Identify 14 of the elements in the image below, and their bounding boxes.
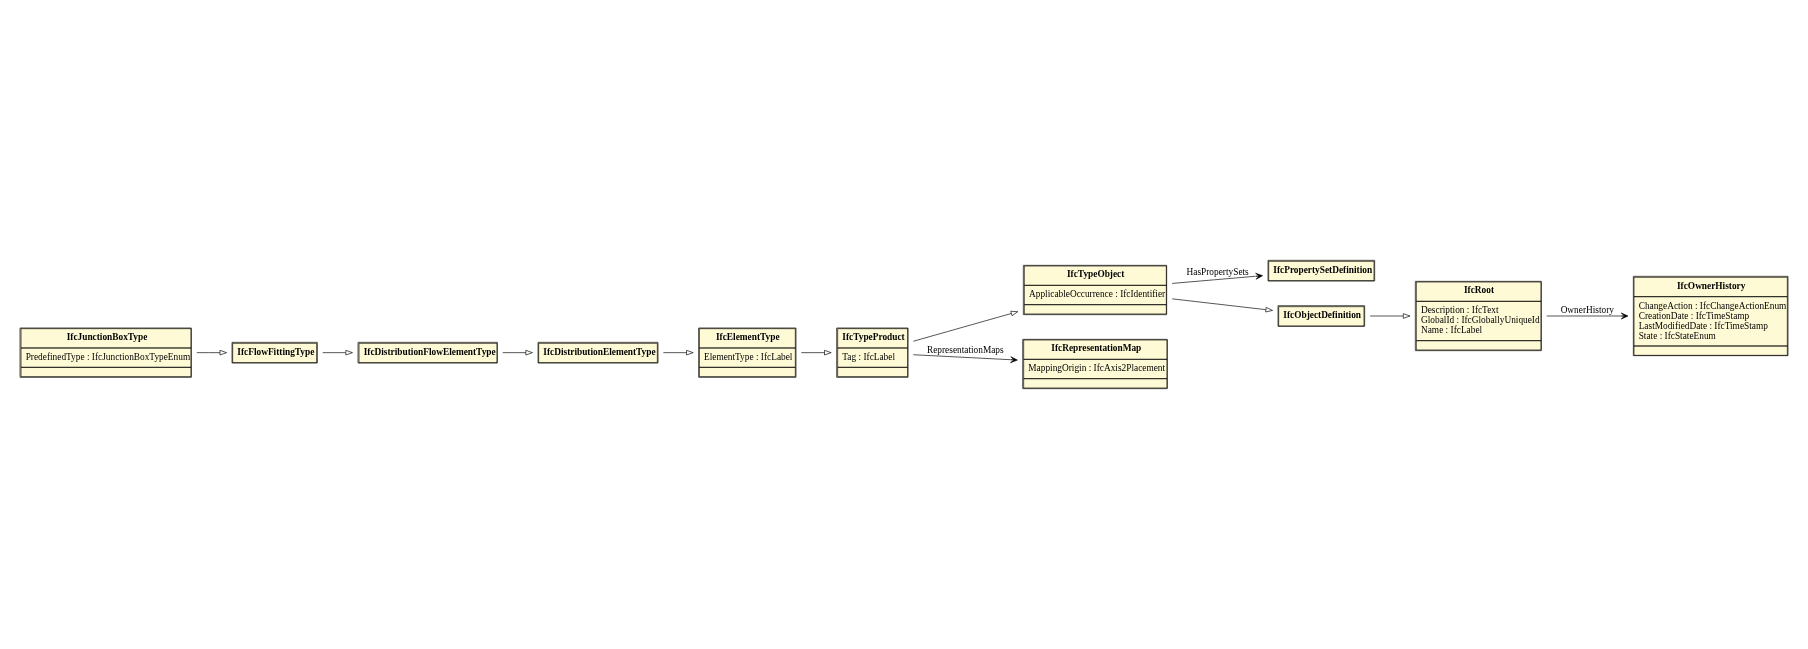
arrow xyxy=(322,350,353,356)
arrow xyxy=(196,350,227,356)
arrow xyxy=(502,350,533,356)
arrow xyxy=(1171,298,1273,313)
edge-label: HasPropertySets xyxy=(1186,266,1249,277)
arrow xyxy=(1171,272,1263,284)
edge-label: OwnerHistory xyxy=(1560,305,1615,316)
arrow xyxy=(1546,312,1629,320)
arrow xyxy=(801,350,832,356)
arrow xyxy=(913,310,1019,342)
arrow xyxy=(913,354,1018,364)
arrow xyxy=(1369,313,1411,319)
edge-label: RepresentationMaps xyxy=(926,344,1004,355)
arrow xyxy=(663,350,694,356)
